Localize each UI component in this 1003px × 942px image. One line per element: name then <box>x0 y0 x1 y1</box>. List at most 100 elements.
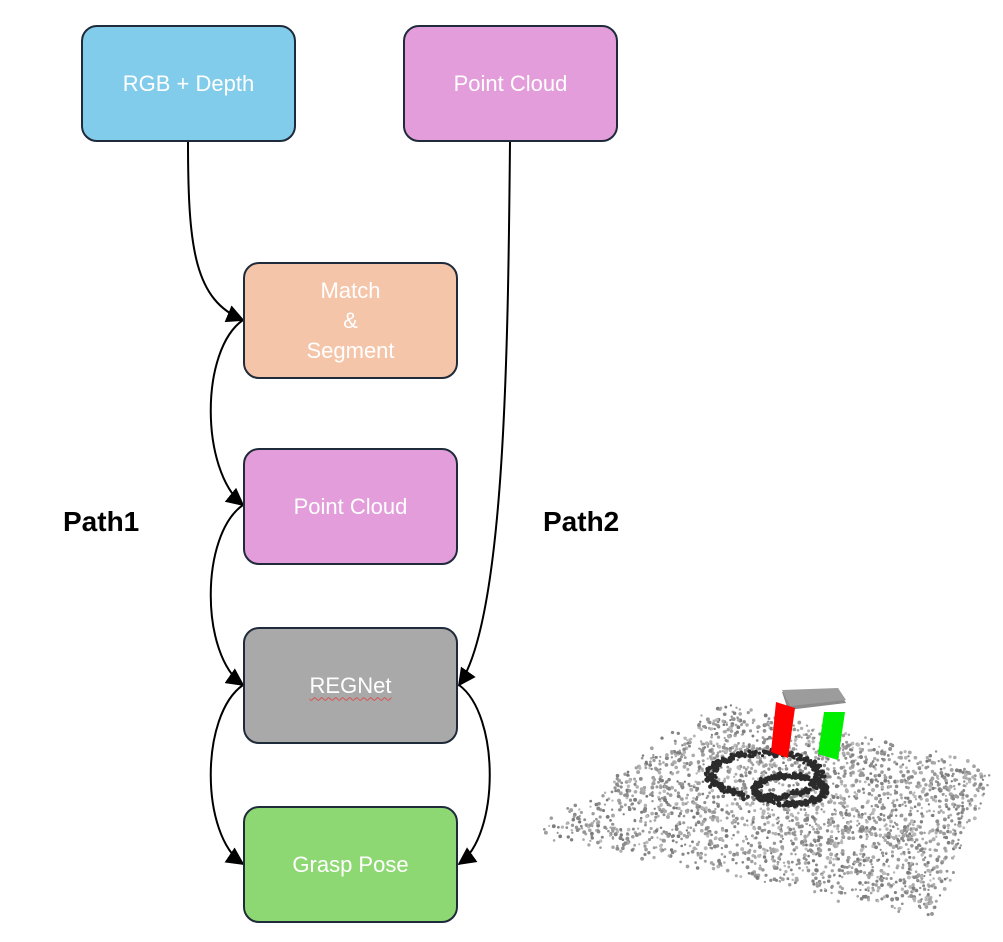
cloud-point <box>711 722 716 726</box>
cloud-point <box>633 843 637 847</box>
object-point <box>809 795 815 800</box>
cloud-point <box>772 841 777 846</box>
cloud-point <box>880 752 884 756</box>
cloud-point <box>830 891 833 895</box>
cloud-point <box>592 819 596 823</box>
cloud-point <box>953 829 957 833</box>
cloud-point <box>981 778 985 781</box>
cloud-point <box>747 743 751 747</box>
cloud-point <box>820 808 823 811</box>
object-point <box>755 795 759 800</box>
cloud-point <box>938 894 942 897</box>
cloud-point <box>936 822 940 827</box>
arrow-regnet-to-grasp-left <box>209 684 245 866</box>
cloud-point <box>942 759 947 764</box>
cloud-point <box>838 885 843 889</box>
cloud-point <box>633 789 638 794</box>
cloud-point <box>833 812 837 816</box>
cloud-point <box>618 791 623 796</box>
cloud-point <box>712 756 717 760</box>
cloud-point <box>871 888 875 892</box>
cloud-point <box>768 813 772 817</box>
cloud-point <box>708 720 712 725</box>
cloud-point <box>664 763 669 767</box>
cloud-point <box>711 818 715 822</box>
cloud-point <box>595 817 598 821</box>
cloud-point <box>724 738 728 742</box>
cloud-point <box>638 766 642 770</box>
cloud-point <box>907 848 910 851</box>
cloud-point <box>953 778 957 782</box>
cloud-point <box>894 790 899 795</box>
cloud-point <box>652 753 655 757</box>
cloud-point <box>840 782 844 786</box>
cloud-point <box>727 734 732 739</box>
cloud-point <box>871 816 875 820</box>
cloud-point <box>610 808 614 811</box>
cloud-point <box>732 818 736 823</box>
cloud-point <box>659 826 663 829</box>
cloud-point <box>965 770 969 774</box>
cloud-point <box>678 830 682 835</box>
cloud-point <box>722 723 726 727</box>
cloud-point <box>678 820 682 824</box>
cloud-point <box>699 828 704 833</box>
cloud-point <box>906 769 910 774</box>
cloud-point <box>644 847 648 852</box>
cloud-point <box>714 830 718 835</box>
cloud-point <box>806 813 810 818</box>
cloud-point <box>921 777 926 782</box>
cloud-point <box>771 855 775 859</box>
cloud-point <box>834 793 838 796</box>
cloud-point <box>761 868 765 872</box>
cloud-point <box>906 889 909 893</box>
cloud-point <box>886 882 891 887</box>
cloud-point <box>603 803 607 806</box>
cloud-point <box>791 831 796 836</box>
cloud-point <box>692 829 696 833</box>
cloud-point <box>925 902 929 906</box>
cloud-point <box>676 770 680 774</box>
cloud-point <box>885 858 889 862</box>
cloud-point <box>692 796 695 800</box>
cloud-point <box>746 850 751 855</box>
cloud-point <box>953 844 958 849</box>
cloud-point <box>681 802 686 806</box>
object-point <box>798 758 802 762</box>
cloud-point <box>775 817 779 821</box>
cloud-point <box>639 787 644 792</box>
cloud-point <box>875 784 879 788</box>
cloud-point <box>961 771 964 774</box>
cloud-point <box>915 862 919 866</box>
cloud-point <box>843 891 847 895</box>
cloud-point <box>779 868 782 871</box>
cloud-point <box>633 818 637 822</box>
cloud-point <box>735 787 739 791</box>
cloud-point <box>725 868 730 873</box>
object-point <box>719 759 724 763</box>
cloud-point <box>689 826 693 830</box>
cloud-point <box>708 839 713 844</box>
cloud-point <box>684 802 688 806</box>
cloud-point <box>660 736 664 740</box>
cloud-point <box>961 804 965 808</box>
cloud-point <box>666 815 670 819</box>
object-point <box>811 800 816 805</box>
cloud-point <box>795 863 798 866</box>
cloud-point <box>864 829 868 833</box>
cloud-point <box>574 825 579 830</box>
cloud-point <box>686 793 689 797</box>
cloud-point <box>649 756 653 760</box>
cloud-point <box>660 796 664 800</box>
cloud-point <box>824 760 828 764</box>
cloud-point <box>818 848 823 853</box>
cloud-point <box>626 770 630 774</box>
cloud-point <box>887 758 891 762</box>
cloud-point <box>572 815 576 819</box>
cloud-point <box>672 806 676 810</box>
cloud-point <box>920 806 924 810</box>
cloud-point <box>749 843 754 848</box>
cloud-point <box>875 750 880 755</box>
cloud-point <box>803 861 808 865</box>
cloud-point <box>792 727 797 732</box>
